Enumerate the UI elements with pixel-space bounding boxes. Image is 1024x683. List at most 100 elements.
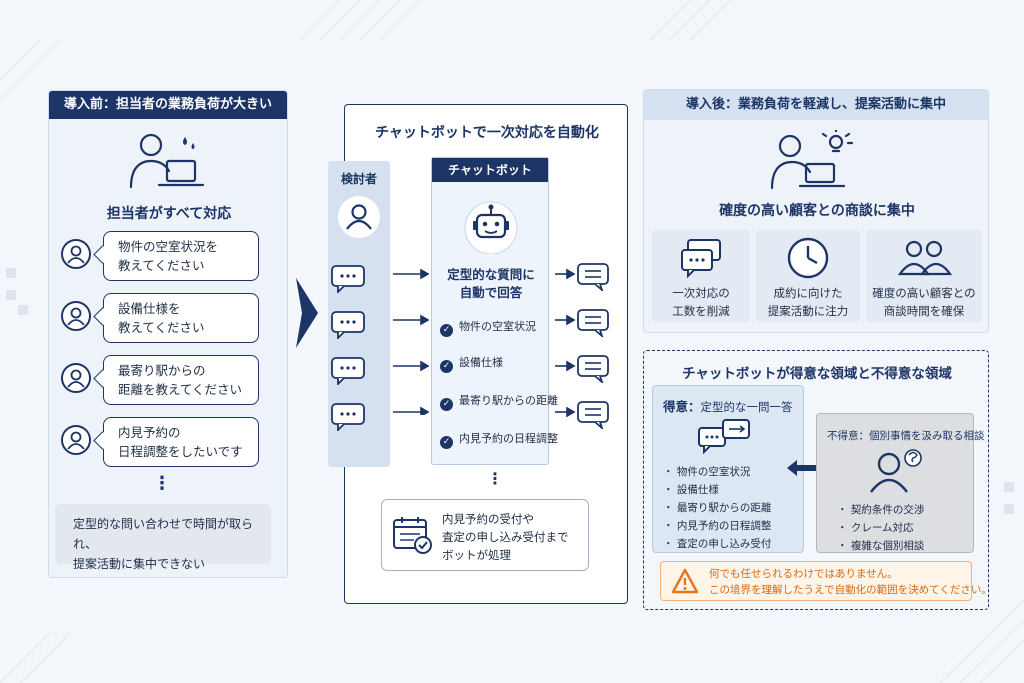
warning-line: 何でも任せられるわけではありません。 xyxy=(709,568,898,580)
chatbot-title-text: 定型的な質問に xyxy=(447,267,535,282)
scope-title: チャットボットが得意な領域と不得意な領域 xyxy=(682,366,952,382)
benefit-line: 確度の高い顧客との xyxy=(872,286,976,300)
strength-item: ・ 査定の申し込み受付 xyxy=(663,538,772,550)
question-bubble: 最寄り駅からの 距離を教えてください xyxy=(103,355,259,405)
question-text: 物件の空室状況を xyxy=(118,239,219,254)
strengths-desc: 定型的な一問一答 xyxy=(700,400,793,414)
question-text: 内見予約の xyxy=(118,425,181,440)
weaknesses-box: 不得意：個別事情を汲み取る相談 ・ 契約条件の交渉 ・ クレーム対応 ・ 複雑な… xyxy=(816,413,985,553)
weakness-item: ・ クレーム対応 xyxy=(837,522,914,534)
check-icon: ✓ xyxy=(440,360,453,373)
weakness-item: ・ 複雑な個別相談 xyxy=(837,540,925,552)
focused-staff-icon xyxy=(770,130,854,190)
check-item-text: 最寄り駅からの距離 xyxy=(459,394,558,407)
weaknesses-title: 不得意：個別事情を汲み取る相談 xyxy=(827,430,985,442)
arrows-to-bot xyxy=(393,268,429,415)
customer-avatar-icon xyxy=(61,363,91,393)
chatbot-panel: チャットボットで一次対応を自動化 検討者 xyxy=(328,104,628,604)
answer-chat-icon xyxy=(577,263,609,291)
chatbot-label: チャットボット xyxy=(432,158,548,182)
question-chat-icon xyxy=(331,403,365,431)
after-panel: 導入後：業務負荷を軽減し、提案活動に集中 確度の高い顧客との商談に集中 一次対応… xyxy=(643,89,989,333)
booking-handling-text: 内見予約の受付や 査定の申し込み受付まで ボットが処理 xyxy=(442,510,569,564)
strengths-box: 得意：定型的な一問一答 ・ 物件の空室状況 ・ 設備仕様 ・ 最寄り駅からの距離… xyxy=(652,385,804,553)
strength-item: ・ 物件の空室状況 xyxy=(663,466,751,478)
strength-item-text: 最寄り駅からの距離 xyxy=(676,502,772,514)
question-bubble: 物件の空室状況を 教えてください xyxy=(103,231,259,281)
warning-text: 何でも任せられるわけではありません。 この境界を理解したうえで自動化の範囲を決め… xyxy=(709,566,992,598)
people-icon xyxy=(897,240,952,276)
strength-item: ・ 最寄り駅からの距離 xyxy=(663,502,772,514)
benefit-text: 一次対応の 工数を削減 xyxy=(652,284,750,320)
answer-arrows xyxy=(555,268,576,418)
transition-arrow-icon xyxy=(296,278,318,348)
qa-chat-icon xyxy=(698,419,750,454)
question-text: 教えてください xyxy=(118,320,205,335)
check-item-text: 内見予約の日程調整 xyxy=(459,432,558,445)
chatbot-title: 定型的な質問に 自動で回答 xyxy=(432,266,550,302)
check-item: ✓ 最寄り駅からの距離 xyxy=(440,392,558,411)
after-title: 確度の高い顧客との商談に集中 xyxy=(719,203,915,219)
chat-icon xyxy=(681,239,721,278)
after-header: 導入後：業務負荷を軽減し、提案活動に集中 xyxy=(644,90,988,120)
strength-item-text: 内見予約の日程調整 xyxy=(676,520,772,532)
benefit-line: 商談時間を確保 xyxy=(883,304,965,318)
question-text: 距離を教えてください xyxy=(118,382,243,397)
weakness-item-text: 複雑な個別相談 xyxy=(850,540,925,552)
scope-panel: チャットボットが得意な領域と不得意な領域 得意：定型的な一問一答 ・ 物件の空室… xyxy=(643,350,992,610)
warning-icon xyxy=(671,568,699,594)
inquirer-avatar-icon xyxy=(338,196,380,238)
answer-chat-icon xyxy=(577,355,609,383)
strengths-title: 得意：定型的な一問一答 xyxy=(663,396,793,415)
strengths-label: 得意： xyxy=(663,399,701,414)
benefit-text: 確度の高い顧客との 商談時間を確保 xyxy=(866,284,982,320)
answer-chat-icon xyxy=(577,401,609,429)
strength-item: ・ 内見予約の日程調整 xyxy=(663,520,772,532)
strength-item-text: 物件の空室状況 xyxy=(676,466,751,478)
check-icon: ✓ xyxy=(440,436,453,449)
answer-chat-icon xyxy=(577,309,609,337)
weakness-item-text: 契約条件の交渉 xyxy=(850,504,925,516)
benefit-line: 工数を削減 xyxy=(672,304,730,318)
weakness-item-text: クレーム対応 xyxy=(850,522,914,534)
benefit-line: 成約に向けた xyxy=(773,286,843,300)
question-row: 設備仕様を 教えてください xyxy=(61,293,281,343)
before-note: 定型的な問い合わせで時間が取られ、 提案活動に集中できない xyxy=(55,504,271,571)
question-row: 物件の空室状況を 教えてください xyxy=(61,231,281,281)
vertical-ellipsis: ⋮ xyxy=(153,473,171,494)
inquirer-column: 検討者 xyxy=(328,161,390,467)
question-text: 教えてください xyxy=(118,258,205,273)
check-item: ✓ 設備仕様 xyxy=(440,354,503,373)
question-text: 日程調整をしたいです xyxy=(118,444,243,459)
before-title: 担当者がすべて対応 xyxy=(106,206,232,222)
booking-text: ボットが処理 xyxy=(442,548,511,562)
question-row: 最寄り駅からの 距離を教えてください xyxy=(61,355,281,405)
question-chat-icon xyxy=(331,357,365,385)
before-panel: 導入前：担当者の業務負荷が大きい 担当者がすべて対応 物件の空室状況を 教えてく… xyxy=(48,90,288,578)
check-item-text: 設備仕様 xyxy=(459,356,503,369)
benefit-line: 一次対応の xyxy=(672,286,730,300)
check-icon: ✓ xyxy=(440,324,453,337)
benefit-line: 提案活動に注力 xyxy=(767,304,849,318)
note-text: 定型的な問い合わせで時間が取られ、 xyxy=(73,517,254,551)
question-text: 最寄り駅からの xyxy=(118,363,206,378)
benefit-text: 成約に向けた 提案活動に注力 xyxy=(756,284,860,320)
booking-text: 内見予約の受付や xyxy=(442,512,534,526)
check-item-text: 物件の空室状況 xyxy=(459,320,536,333)
chatbot-column: チャットボット 定型的な質問に 自動で回答 ✓ 物件の空室状況 ✓ 設備仕様 ✓ 最寄… xyxy=(431,157,558,465)
check-icon: ✓ xyxy=(440,398,453,411)
customer-avatar-icon xyxy=(61,239,91,269)
busy-staff-icon xyxy=(129,133,205,189)
question-row: 内見予約の 日程調整をしたいです xyxy=(61,417,281,467)
benefit-card: 成約に向けた 提案活動に注力 xyxy=(756,230,860,322)
strength-item: ・ 設備仕様 xyxy=(663,484,719,496)
weakness-item: ・ 契約条件の交渉 xyxy=(837,504,925,516)
booking-text: 査定の申し込み受付まで xyxy=(442,530,569,544)
chatbot-title-text: 自動で回答 xyxy=(459,285,523,300)
strength-item-text: 設備仕様 xyxy=(676,484,719,496)
warning-box: 何でも任せられるわけではありません。 この境界を理解したうえで自動化の範囲を決め… xyxy=(660,561,992,601)
confused-person-icon xyxy=(870,449,922,493)
note-text: 提案活動に集中できない xyxy=(73,557,206,571)
check-item: ✓ 内見予約の日程調整 xyxy=(440,430,558,449)
before-header: 導入前：担当者の業務負荷が大きい xyxy=(49,91,287,119)
